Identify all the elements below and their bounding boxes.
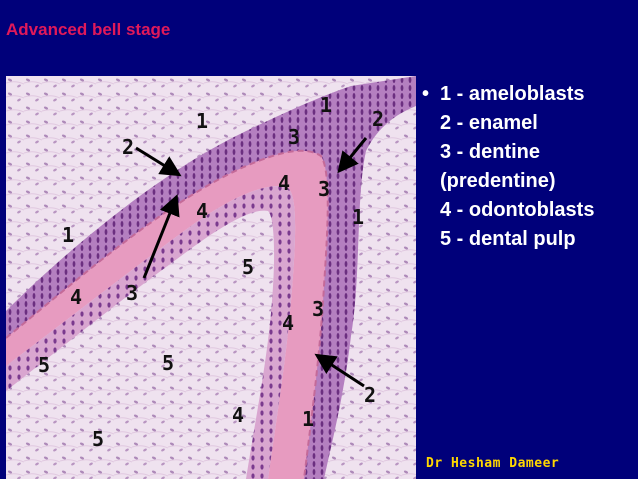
label-5: 5 xyxy=(242,255,254,279)
label-4: 4 xyxy=(282,311,294,335)
author-credit: Dr Hesham Dameer xyxy=(426,456,560,471)
label-4: 4 xyxy=(232,403,244,427)
label-4: 4 xyxy=(196,199,208,223)
micrograph-drawing: 1 1 1 1 1 2 2 2 3 3 3 3 4 4 4 4 4 5 5 5 … xyxy=(6,76,416,479)
label-5: 5 xyxy=(38,353,50,377)
label-3: 3 xyxy=(312,297,324,321)
label-1: 1 xyxy=(320,93,332,117)
label-4: 4 xyxy=(278,171,290,195)
legend-item: 4 - odontoblasts xyxy=(440,199,595,221)
histology-micrograph: 1 1 1 1 1 2 2 2 3 3 3 3 4 4 4 4 4 5 5 5 … xyxy=(6,76,416,479)
label-2: 2 xyxy=(364,383,376,407)
legend-item: (predentine) xyxy=(440,170,556,192)
label-4: 4 xyxy=(70,285,82,309)
slide-title: Advanced bell stage xyxy=(6,20,171,39)
label-5: 5 xyxy=(162,351,174,375)
label-1: 1 xyxy=(196,109,208,133)
label-1: 1 xyxy=(302,407,314,431)
legend-item: 1 - ameloblasts xyxy=(440,83,585,105)
label-3: 3 xyxy=(288,125,300,149)
legend-item: 3 - dentine xyxy=(440,141,541,163)
legend-item: 2 - enamel xyxy=(440,112,538,134)
legend-item: 5 - dental pulp xyxy=(440,228,576,250)
label-2: 2 xyxy=(372,107,384,131)
label-1: 1 xyxy=(62,223,74,247)
label-3: 3 xyxy=(318,177,330,201)
legend-list: • 1 - ameloblasts 2 - enamel 3 - dentine… xyxy=(422,80,636,254)
label-1: 1 xyxy=(352,205,364,229)
label-5: 5 xyxy=(92,427,104,451)
label-2: 2 xyxy=(122,135,134,159)
label-3: 3 xyxy=(126,281,138,305)
bullet-icon: • xyxy=(422,83,430,105)
